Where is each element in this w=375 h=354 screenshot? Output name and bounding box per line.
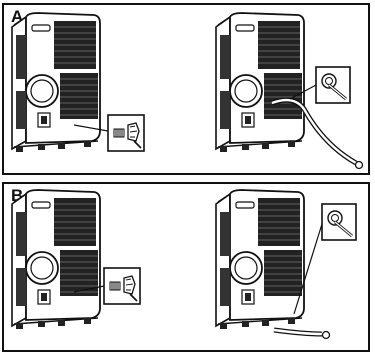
hose-connection-icon: [322, 204, 356, 240]
ac-unit-right: [216, 190, 304, 329]
panel-b: B: [2, 182, 370, 352]
drain-plug-icon: [104, 268, 140, 304]
ac-unit-left: [12, 190, 100, 329]
panel-a-illustration: [4, 5, 368, 173]
panel-a: A: [2, 3, 370, 175]
drain-plug-icon: [108, 115, 144, 151]
panel-b-illustration: [4, 184, 368, 350]
hose-connection-icon: [316, 67, 350, 103]
ac-unit-right: [216, 13, 304, 152]
ac-unit-left: [12, 13, 100, 152]
